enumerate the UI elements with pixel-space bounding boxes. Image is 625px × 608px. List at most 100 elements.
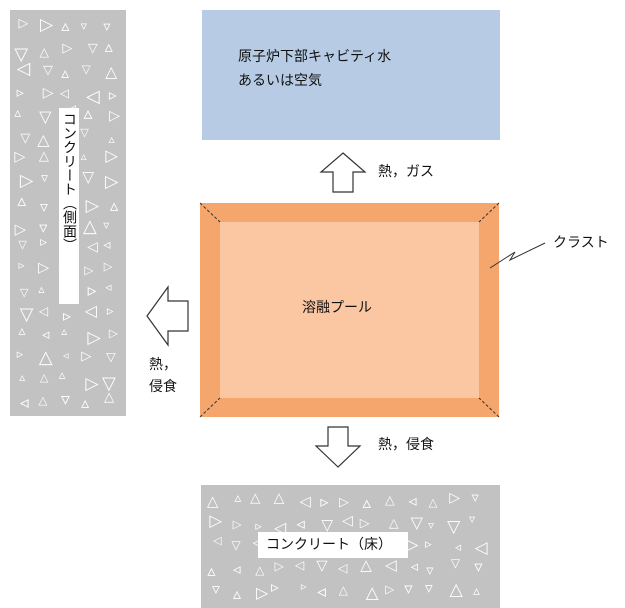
aggregate-triangle-icon: ▽ <box>43 61 53 77</box>
aggregate-triangle-icon: ▽ <box>20 131 31 147</box>
water-box-line2: あるいは空気 <box>238 73 322 89</box>
aggregate-triangle-icon: ▵ <box>233 584 242 604</box>
aggregate-triangle-icon: ▷ <box>87 328 101 349</box>
aggregate-triangle-icon: ▷ <box>103 260 113 274</box>
aggregate-triangle-icon: ▽ <box>82 168 95 187</box>
aggregate-triangle-icon: ◁ <box>87 238 98 255</box>
aggregate-triangle-icon: ▿ <box>425 578 433 597</box>
aggregate-triangle-icon: ▷ <box>81 348 92 364</box>
aggregate-triangle-icon: ▷ <box>40 14 54 35</box>
aggregate-triangle-icon: ▵ <box>38 280 45 296</box>
aggregate-triangle-icon: ▵ <box>61 16 70 36</box>
aggregate-triangle-icon: ◃ <box>408 490 417 510</box>
aggregate-triangle-icon: ◃ <box>232 560 241 579</box>
aggregate-triangle-icon: ▹ <box>16 345 24 361</box>
aggregate-triangle-icon: ▽ <box>102 372 116 394</box>
aggregate-triangle-icon: △ <box>338 583 348 598</box>
concrete-floor-label: コンクリート（床） <box>266 537 392 553</box>
aggregate-triangle-icon: △ <box>273 489 285 506</box>
aggregate-triangle-icon: ▵ <box>80 149 87 164</box>
aggregate-triangle-icon: ▿ <box>39 197 48 217</box>
concrete-floor-label-box <box>258 532 408 558</box>
aggregate-triangle-icon: ▿ <box>404 578 413 599</box>
aggregate-triangle-icon: ▷ <box>85 196 99 217</box>
bottom-heat-erosion-label: 熱，侵食 <box>378 437 434 453</box>
aggregate-triangle-icon: △ <box>82 215 97 237</box>
aggregate-triangle-icon: △ <box>384 492 395 508</box>
aggregate-triangle-icon: ▽ <box>19 285 29 299</box>
aggregate-triangle-icon: ◃ <box>41 326 50 344</box>
aggregate-triangle-icon: ▷ <box>38 259 50 277</box>
aggregate-triangle-icon: ▷ <box>18 14 29 30</box>
aggregate-triangle-icon: ▵ <box>58 367 66 383</box>
aggregate-triangle-icon: ◁ <box>59 85 70 100</box>
down-arrow-icon <box>314 426 362 468</box>
aggregate-triangle-icon: △ <box>38 392 48 407</box>
aggregate-triangle-icon: ▽ <box>81 61 91 76</box>
aggregate-triangle-icon: ▽ <box>39 107 52 127</box>
aggregate-triangle-icon: ▵ <box>104 37 113 57</box>
side-heat-label: 熱， <box>149 357 177 373</box>
aggregate-triangle-icon: ▷ <box>84 263 94 278</box>
aggregate-triangle-icon: ◃ <box>454 539 462 555</box>
crust-corner-lines <box>199 202 500 418</box>
aggregate-triangle-icon: ▷ <box>108 107 120 124</box>
aggregate-triangle-icon: ▽ <box>410 512 423 532</box>
left-arrow-icon <box>146 285 189 347</box>
concrete-side-block: ▷▷▵▿▿▽△▷▽▵◁▽▵▽△▹▷◁◁▹▵▽◁▵▷▽△▿▽▵▷△◃▵▷▷▿△▽▷… <box>10 10 126 416</box>
aggregate-triangle-icon: ▷ <box>19 170 34 191</box>
aggregate-triangle-icon: ◃ <box>296 514 305 534</box>
aggregate-triangle-icon: △ <box>105 63 118 82</box>
aggregate-triangle-icon: ▷ <box>404 535 419 556</box>
aggregate-triangle-icon: ◃ <box>62 348 69 363</box>
aggregate-triangle-icon: ▽ <box>316 558 328 575</box>
aggregate-triangle-icon: ◁ <box>16 58 31 79</box>
aggregate-triangle-icon: △ <box>250 491 261 507</box>
aggregate-triangle-icon: ▹ <box>18 257 25 272</box>
aggregate-triangle-icon: ▹ <box>106 303 114 319</box>
aggregate-triangle-icon: △ <box>207 492 219 510</box>
aggregate-triangle-icon: ▿ <box>39 218 48 237</box>
aggregate-triangle-icon: ▽ <box>87 39 98 55</box>
aggregate-triangle-icon: ▽ <box>106 348 116 364</box>
aggregate-triangle-icon: ▹ <box>16 84 24 101</box>
crust-label: クラスト <box>553 235 609 251</box>
cavity-water-box: 原子炉下部キャビティ水 あるいは空気 <box>202 10 500 140</box>
aggregate-triangle-icon: ▵ <box>234 490 242 506</box>
melt-pool-label: 溶融プール <box>302 300 372 316</box>
aggregate-triangle-icon: ◃ <box>410 559 418 576</box>
aggregate-triangle-icon: ▷ <box>14 219 27 238</box>
aggregate-triangle-icon: ◁ <box>86 86 100 107</box>
aggregate-triangle-icon: ▹ <box>300 579 307 594</box>
aggregate-triangle-icon: ▿ <box>211 579 220 598</box>
aggregate-triangle-icon: ▵ <box>109 195 119 216</box>
aggregate-triangle-icon: ▵ <box>17 190 27 211</box>
aggregate-triangle-icon: ▷ <box>385 582 395 597</box>
aggregate-triangle-icon: ▵ <box>83 102 93 124</box>
aggregate-triangle-icon: ▽ <box>14 43 29 65</box>
concrete-side-label: コンクリート（側面） <box>61 112 77 252</box>
aggregate-triangle-icon: ▵ <box>61 64 70 83</box>
aggregate-triangle-icon: ▽ <box>19 304 34 325</box>
aggregate-triangle-icon: ▷ <box>62 41 73 57</box>
aggregate-triangle-icon: ▹ <box>40 234 47 251</box>
aggregate-triangle-icon: △ <box>388 515 399 531</box>
aggregate-triangle-icon: ◁ <box>474 537 488 558</box>
aggregate-triangle-icon: ▿ <box>469 512 476 527</box>
aggregate-triangle-icon: ▷ <box>359 515 370 531</box>
up-arrow-icon <box>319 152 367 193</box>
aggregate-triangle-icon: ◃ <box>20 392 29 413</box>
aggregate-triangle-icon: ▵ <box>18 322 26 339</box>
aggregate-triangle-icon: ▷ <box>14 149 26 166</box>
aggregate-triangle-icon: ▿ <box>103 19 111 36</box>
aggregate-triangle-icon: ▿ <box>471 490 479 507</box>
aggregate-triangle-icon: ▹ <box>271 577 279 596</box>
aggregate-triangle-icon: △ <box>365 583 379 603</box>
aggregate-triangle-icon: ▷ <box>105 146 118 166</box>
aggregate-triangle-icon: △ <box>428 495 438 510</box>
aggregate-triangle-icon: △ <box>360 555 372 574</box>
aggregate-triangle-icon: ▵ <box>473 584 480 600</box>
aggregate-triangle-icon: ▷ <box>42 84 54 101</box>
aggregate-triangle-icon: ▹ <box>320 491 329 511</box>
